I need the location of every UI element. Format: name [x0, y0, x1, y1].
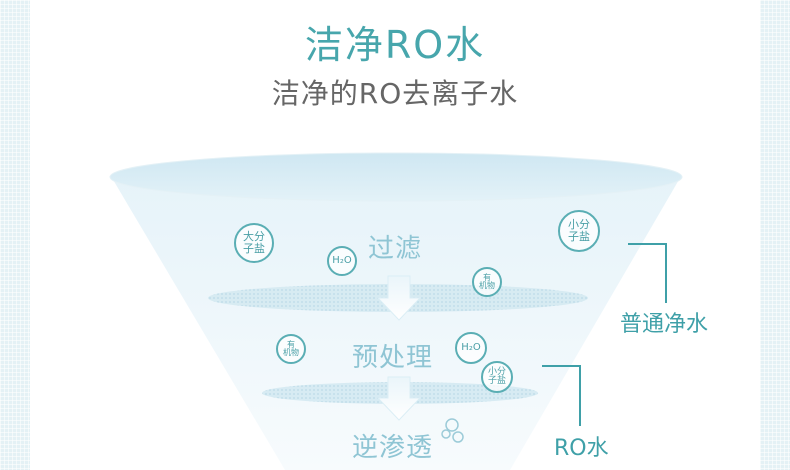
small-salt-molecule-icon: 小分 子盐 [481, 361, 513, 393]
bubble-icon [441, 429, 451, 439]
stage-label-filter: 过滤 [368, 234, 423, 264]
large-salt-molecule-icon: 大分 子盐 [234, 223, 274, 263]
label-normal-water: 普通净水 [620, 312, 709, 337]
flow-arrow-2 [376, 376, 422, 421]
water-molecule-icon: H₂O [455, 332, 487, 364]
page-subtitle: 洁净的RO去离子水 [271, 77, 519, 110]
bubble-icon [452, 431, 464, 443]
normal-water-bracket [628, 243, 667, 303]
organic-matter-icon: 有 机物 [276, 334, 306, 364]
ro-water-bracket [542, 365, 581, 426]
stage-label-reverse-osmosis: 逆渗透 [352, 433, 434, 463]
flow-arrow-1 [376, 275, 422, 321]
funnel-top [109, 152, 683, 202]
stage-label-pretreatment: 预处理 [352, 343, 434, 373]
water-molecule-icon: H₂O [327, 246, 357, 276]
organic-matter-icon: 有 机物 [472, 267, 502, 297]
page-title: 洁净RO水 [304, 23, 486, 67]
left-border-pattern [0, 0, 30, 470]
bubble-icon [445, 418, 459, 432]
small-salt-molecule-icon: 小分 子盐 [558, 210, 600, 252]
label-ro-water: RO水 [554, 436, 609, 461]
right-border-pattern [760, 0, 790, 470]
